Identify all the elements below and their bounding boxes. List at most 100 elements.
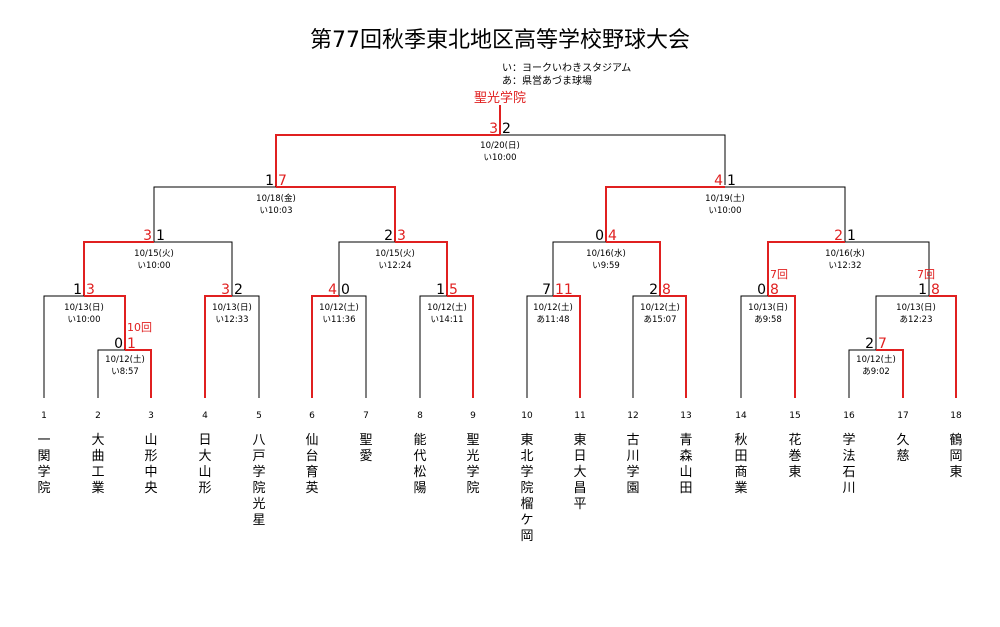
sf2-time: い10:00 [709,206,742,216]
team-name: 山形中央 [144,433,158,496]
g18-time: あ12:23 [900,315,933,325]
game-16-vs-17-lines [848,349,904,398]
sf1-score-left: 1 [265,173,274,189]
team-number: 2 [95,411,101,421]
qf1-date: 10/15(火) [134,249,174,259]
qf3-score-right: 4 [608,228,617,244]
team-number: 16 [843,411,855,421]
team-number: 6 [309,411,315,421]
g89-time: い14:11 [431,315,464,325]
quarterfinal-3-lines [552,241,661,296]
g45-date: 10/13(日) [212,303,252,313]
game-4-vs-5-lines [204,295,260,398]
g1415-score-left: 0 [757,282,766,298]
qf3-date: 10/16(水) [586,248,626,259]
tournament-title: 第77回秋季東北地区高等学校野球大会 [310,28,690,53]
team-number: 8 [417,411,423,421]
g1617-time: あ9:02 [862,367,890,377]
team-name: 仙台育英 [305,433,319,496]
qf4-time: い12:32 [829,261,862,271]
team-number: 13 [680,411,691,421]
g23-score-right: 1 [127,336,136,352]
g23-score-left: 0 [114,336,123,352]
qf4-score-left: 2 [834,228,843,244]
team-number: 14 [735,411,747,421]
g18-score-right: 8 [931,282,940,298]
qf1-score-left: 3 [143,228,152,244]
team-number: 7 [363,411,369,421]
team-name: 古川学園 [626,433,640,496]
team-number: 3 [148,411,154,421]
g1w-date: 10/13(日) [64,303,104,313]
team-name: 東日大昌平 [573,433,587,512]
team-number: 5 [256,411,262,421]
game-10-vs-11-lines [526,295,581,398]
g67-score-left: 4 [328,282,337,298]
g18-score-left: 1 [918,282,927,298]
game-8-vs-9-lines [419,295,474,398]
sf2-date: 10/19(土) [705,193,745,204]
team-number: 10 [521,411,533,421]
team-name: 聖愛 [359,433,373,464]
g1213-score-right: 8 [662,282,671,298]
g45-time: い12:33 [216,315,249,325]
g1011-score-left: 7 [542,282,551,298]
g45-score-left: 3 [221,282,230,298]
team-number: 15 [789,411,800,421]
g1415-date: 10/13(日) [748,303,788,313]
g23-time: い8:57 [111,367,139,377]
qf3-time: い9:59 [592,261,620,271]
game-1-vs-winner-lines [43,295,126,398]
g67-date: 10/12(土) [319,302,359,313]
team-name: 日大山形 [198,433,212,496]
team-name: 久慈 [896,433,910,464]
team-number: 12 [627,411,638,421]
game-winner-vs-18-lines [875,295,957,398]
g89-score-right: 5 [449,282,458,298]
g1415-extra-innings: 7回 [770,268,788,281]
sf2-score-left: 4 [714,173,723,189]
g1011-time: あ11:48 [537,315,570,325]
g67-time: い11:36 [323,315,356,325]
g18-extra-innings: 7回 [917,268,935,281]
qf1-time: い10:00 [138,261,171,271]
team-name: 聖光学院 [466,433,480,496]
semifinal-2-lines [605,186,846,242]
team-number: 18 [950,411,962,421]
g1617-score-right: 7 [878,336,887,352]
team-number: 4 [202,411,208,421]
g89-score-left: 1 [436,282,445,298]
qf2-date: 10/15(火) [375,249,415,259]
qf4-score-right: 1 [847,228,856,244]
g18-date: 10/13(日) [896,303,936,313]
team-numbers: 1 2 3 4 5 6 7 8 9 10 11 12 13 14 15 16 1… [41,411,962,421]
team-name: 一関学院 [37,433,51,496]
g67-score-right: 0 [341,282,350,298]
quarterfinal-1-lines [83,241,233,296]
sf1-time: い10:03 [260,206,293,216]
final-time: い10:00 [484,153,517,163]
g1w-score-right: 3 [86,282,95,298]
game-2-vs-3-lines [97,349,152,398]
qf4-date: 10/16(水) [825,248,865,259]
g89-date: 10/12(土) [427,302,467,313]
g1617-date: 10/12(土) [856,354,896,365]
qf2-time: い12:24 [379,261,412,271]
g23-extra-innings: 10回 [127,321,152,334]
g1213-date: 10/12(土) [640,302,680,313]
g1w-time: い10:00 [68,315,101,325]
team-name: 能代松陽 [413,433,427,496]
g45-score-right: 2 [234,282,243,298]
g1415-score-right: 8 [770,282,779,298]
game-14-vs-15-lines [740,295,796,398]
g1w-score-left: 1 [73,282,82,298]
g1617-score-left: 2 [865,336,874,352]
sf1-date: 10/18(金) [256,193,296,204]
g1415-time: あ9:58 [754,315,782,325]
team-name: 八戸学院光星 [252,433,266,528]
semifinal-1-lines [153,186,396,242]
final-date: 10/20(日) [480,141,520,151]
qf2-score-right: 3 [397,228,406,244]
qf3-score-left: 0 [595,228,604,244]
team-name: 青森山田 [679,433,693,496]
